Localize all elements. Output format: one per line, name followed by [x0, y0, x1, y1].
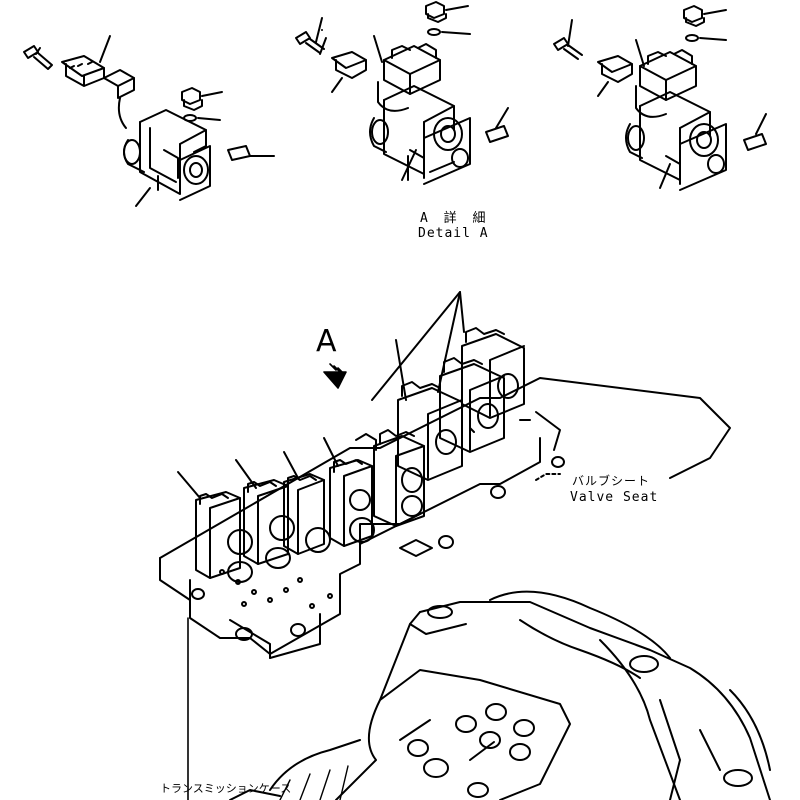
- view-a-arrow: [323, 363, 347, 389]
- detail-valve-center: [295, 1, 509, 185]
- transmission-case-label-jp: トランスミッションケース: [160, 782, 292, 795]
- detail-a-label-en: Detail A: [418, 226, 489, 241]
- valve-bank: [177, 291, 561, 800]
- valve-seat-label-jp: バルブシート: [572, 474, 651, 488]
- detail-a-label-jp: A 詳 細: [420, 211, 490, 226]
- view-a-letter: A: [316, 324, 337, 359]
- detail-valve-left: [23, 35, 275, 207]
- transmission-case: [229, 590, 771, 800]
- valve-seat-label-en: Valve Seat: [570, 490, 659, 505]
- valve-seat: [159, 377, 731, 659]
- detail-valve-right: [553, 5, 767, 191]
